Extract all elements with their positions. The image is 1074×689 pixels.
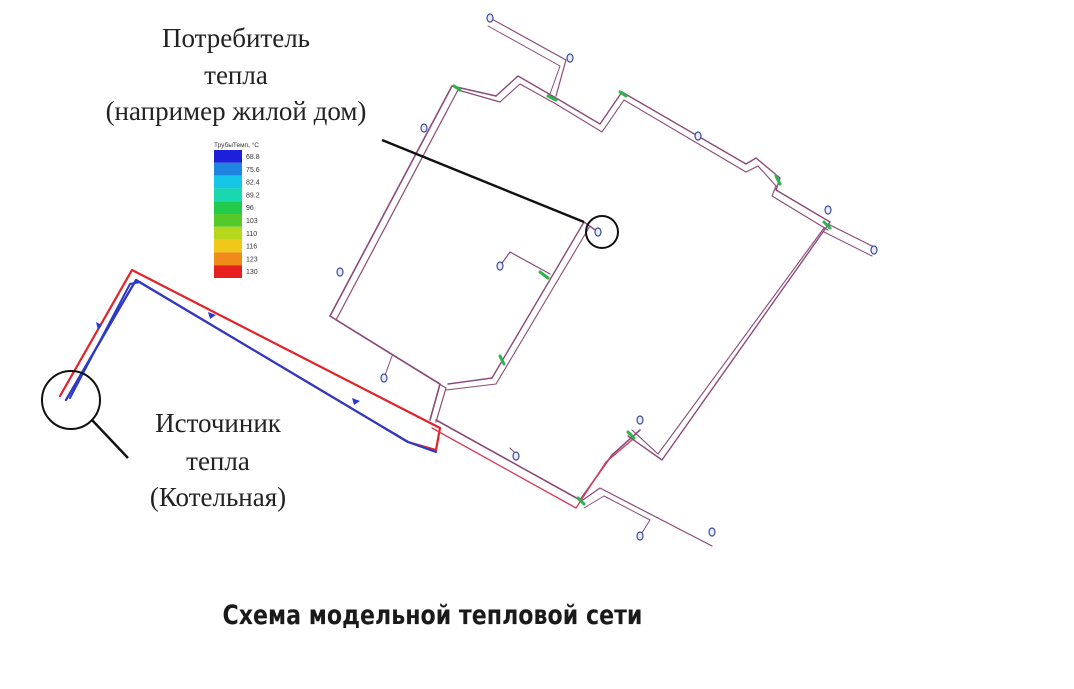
east-branch-pipe-2: [823, 231, 873, 257]
flow-arrows: [96, 312, 360, 405]
consumer-label-line2: тепла: [204, 60, 268, 90]
flow-arrow-icon: [96, 322, 102, 330]
pipe-nodes: [452, 84, 832, 506]
temperature-legend: ТрубыТемп, °С 68.8 75.6 82.4 89.2 96 103 110 11…: [214, 141, 260, 278]
legend-swatch: [214, 150, 242, 163]
legend-swatch: [214, 226, 242, 240]
legend-swatch: [214, 239, 242, 253]
consumer-label: Потребитель тепла (например жилой дом): [106, 23, 367, 126]
consumer-label-line3: (например жилой дом): [106, 96, 367, 126]
flow-arrow-icon: [352, 398, 360, 405]
source-callout: [41, 370, 129, 459]
legend-swatch: [214, 265, 242, 278]
source-return-pipe: [69, 281, 141, 399]
trunk-pipe-east: [435, 419, 641, 501]
legend-value: 116: [246, 244, 257, 251]
legend-value: 68.8: [246, 154, 260, 161]
legend-value: 96: [246, 205, 254, 212]
consumer-pointer-line: [381, 138, 585, 224]
source-pointer-line: [91, 419, 129, 459]
consumer-label-line1: Потребитель: [162, 23, 310, 53]
legend-value: 89.2: [246, 192, 260, 199]
legend-value: 103: [246, 218, 258, 225]
source-label-line2: тепла: [186, 446, 250, 476]
loop-north-pipe: [495, 75, 831, 223]
source-highlight-circle: [41, 370, 101, 430]
source-label-line3: (Котельная): [150, 482, 286, 512]
east-branch-pipe: [827, 223, 877, 249]
consumer-highlight-circle: [585, 215, 619, 249]
legend-value: 110: [246, 231, 257, 238]
legend-swatch: [214, 188, 242, 202]
source-label: Источиник тепла (Котельная): [150, 408, 286, 512]
north-branch-pipe: [489, 17, 567, 97]
consumer-branch-pipe: [447, 221, 599, 385]
legend-title: ТрубыТемп, °С: [214, 141, 259, 149]
loop-east-pipe: [627, 221, 831, 461]
legend-value: 123: [246, 256, 258, 263]
loop-north-pipe-2: [499, 83, 829, 231]
south-branch-pipe-2: [583, 495, 651, 537]
source-label-line1: Источиник: [155, 408, 282, 438]
legend-swatch: [214, 252, 242, 266]
endpoint-markers: [336, 13, 878, 541]
consumer-callout: [381, 138, 619, 249]
legend-swatch: [214, 175, 242, 189]
diagram-caption: Схема модельной тепловой сети: [222, 600, 643, 631]
legend-swatch: [214, 201, 242, 214]
legend-swatch: [214, 162, 242, 176]
loop-east-pipe-2: [631, 227, 825, 455]
inner-stub-pipe: [499, 251, 551, 275]
legend-rows: 68.8 75.6 82.4 89.2 96 103 110 116 123 130: [214, 150, 260, 278]
north-branch-pipe-2: [487, 25, 561, 95]
trunk-pipe-north-2: [335, 319, 447, 423]
trunk-pipe-east-2: [431, 427, 633, 509]
flow-arrow-icon: [208, 312, 216, 319]
loop-west-pipe: [329, 85, 497, 317]
legend-value: 82.4: [246, 180, 260, 187]
consumer-branch-pipe-2: [445, 225, 591, 391]
legend-value: 75.6: [246, 167, 260, 174]
legend-swatch: [214, 214, 242, 227]
legend-value: 130: [246, 269, 258, 276]
south-branch-pipe: [579, 487, 713, 547]
pipe-network: [58, 13, 878, 547]
